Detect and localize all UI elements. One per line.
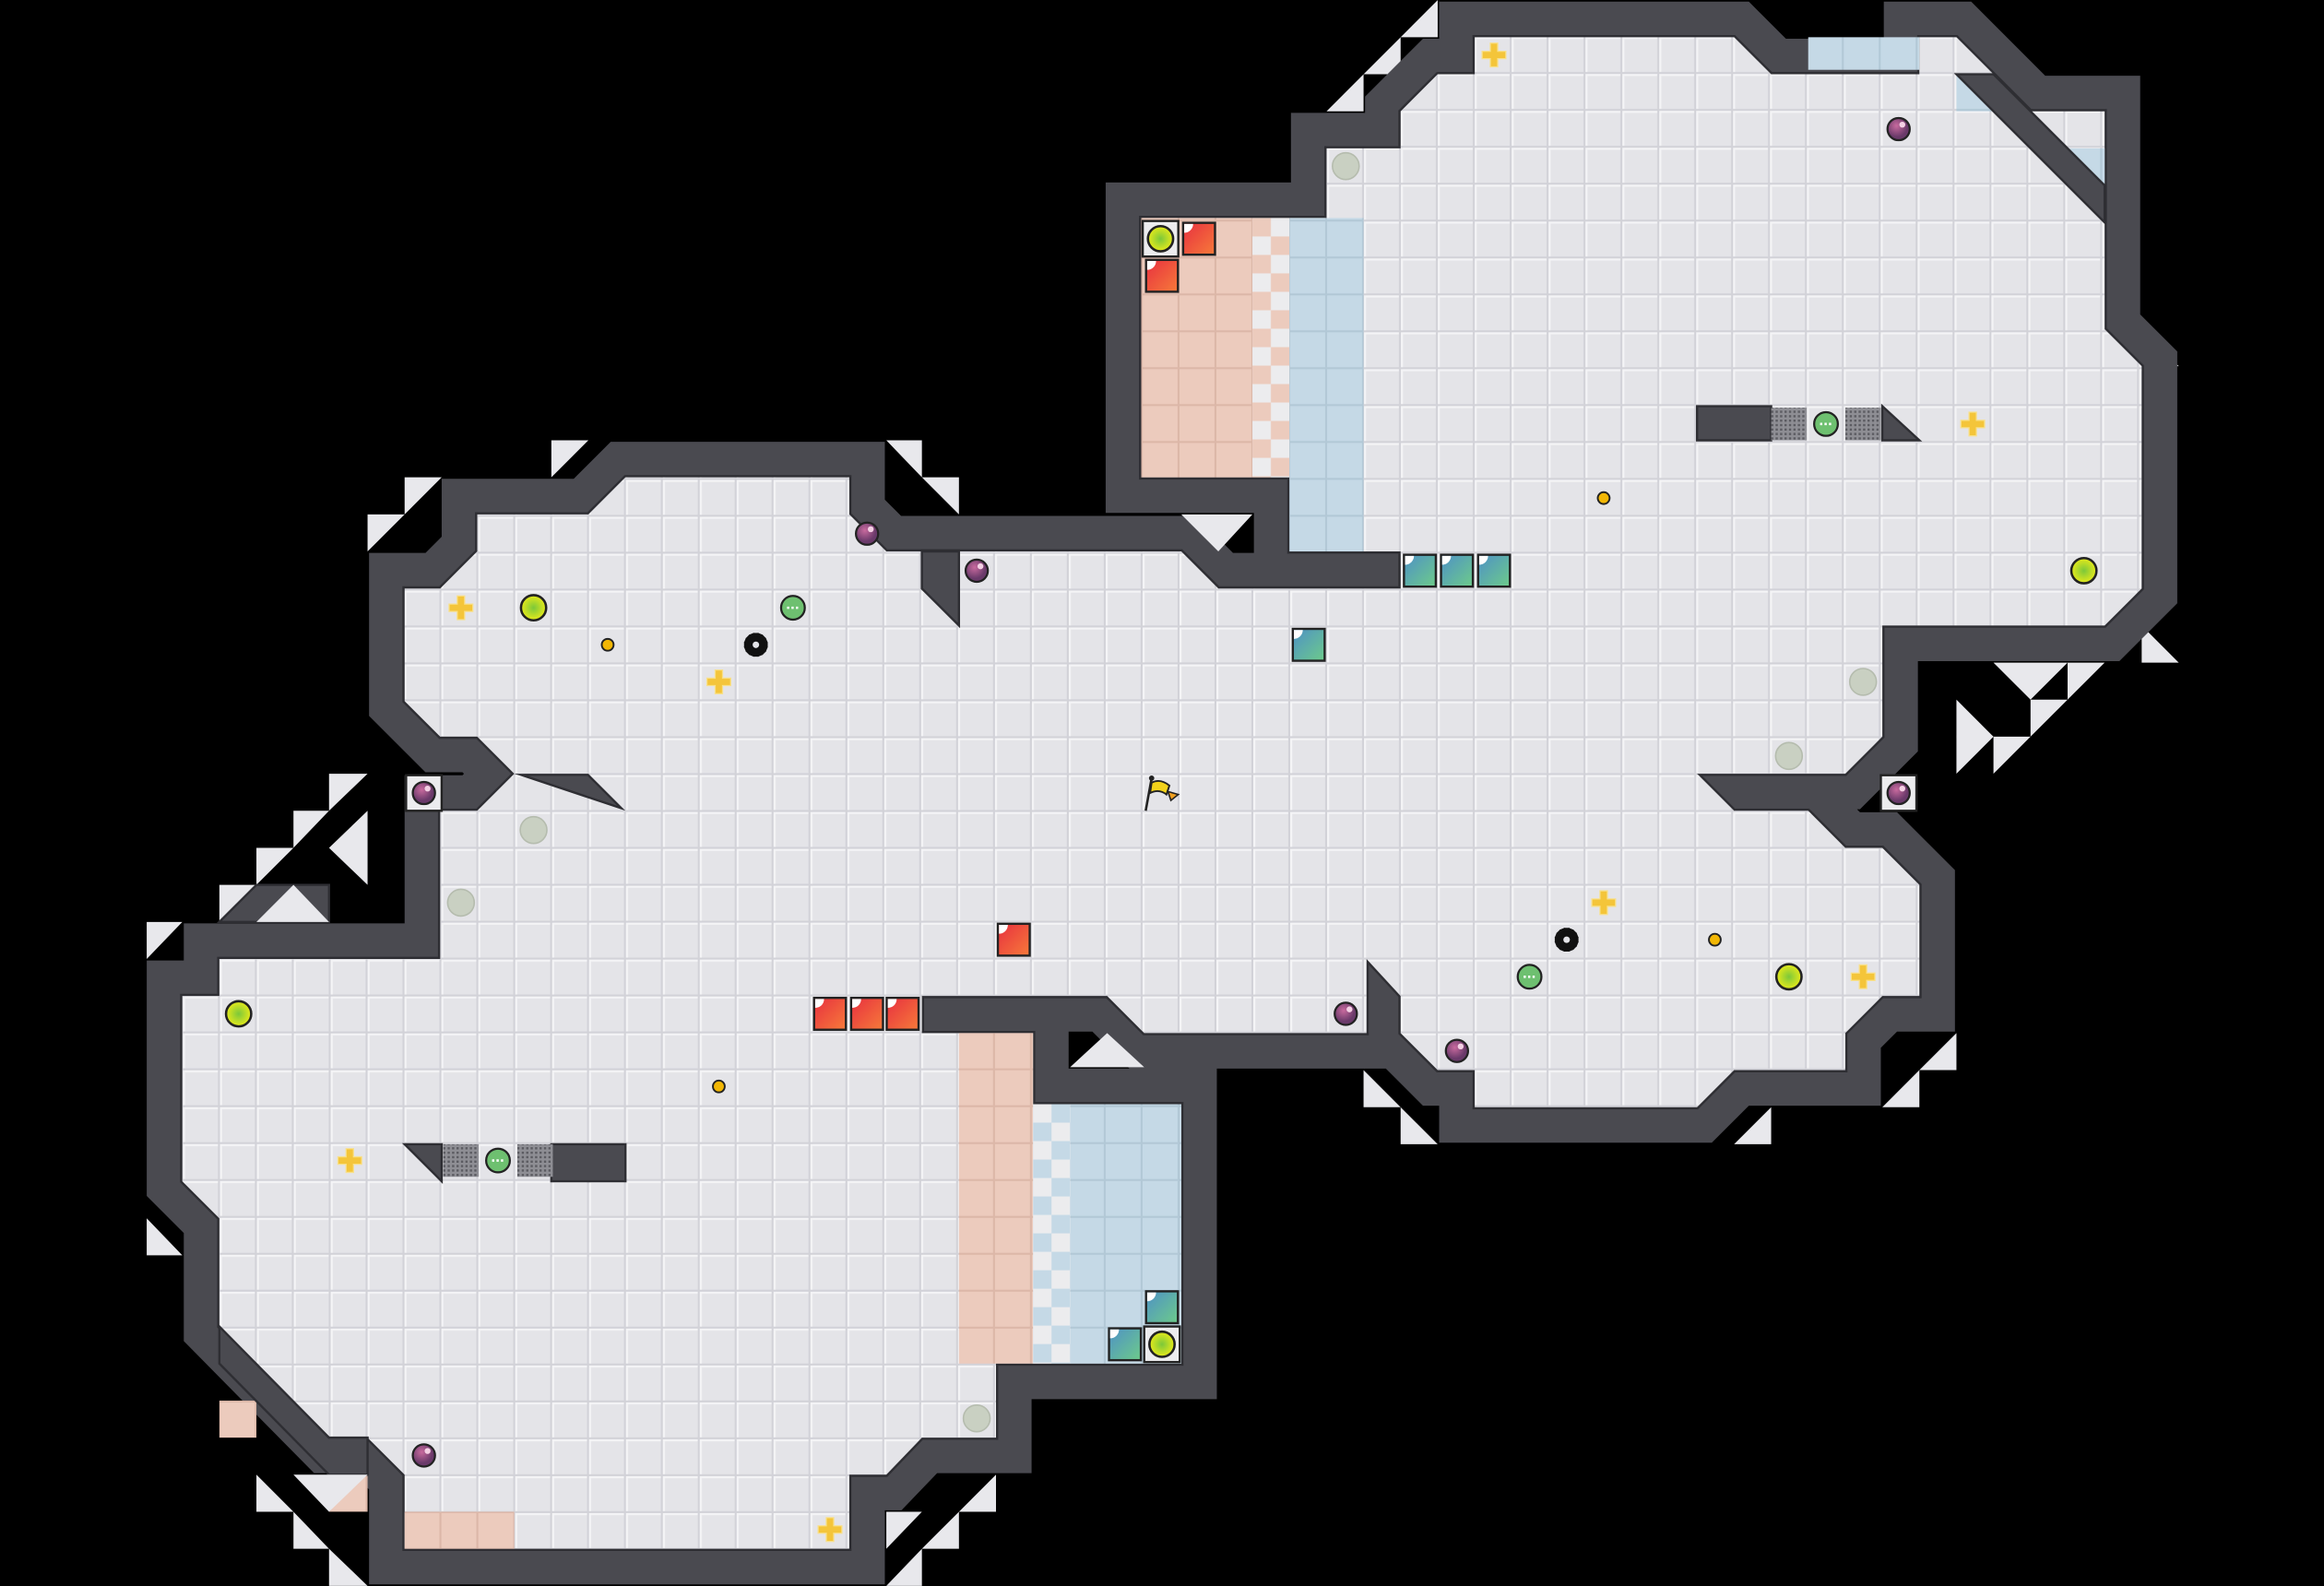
red-crate-icon[interactable] xyxy=(1181,221,1216,256)
teal-crate-icon[interactable] xyxy=(1291,627,1326,662)
purple-orb-icon[interactable] xyxy=(855,521,880,546)
blue-zones xyxy=(1033,37,2105,1364)
purple-orb-icon[interactable] xyxy=(1886,116,1911,142)
grate-icon xyxy=(443,1143,480,1178)
purple-orb-icon[interactable] xyxy=(964,558,990,584)
health-plus-icon[interactable] xyxy=(448,595,474,621)
gear-icon[interactable] xyxy=(1554,928,1579,953)
purple-orb-icon[interactable] xyxy=(405,774,444,812)
spawn-marker-icon xyxy=(446,888,476,917)
health-plus-icon[interactable] xyxy=(1481,42,1507,68)
health-plus-icon[interactable] xyxy=(1591,890,1617,916)
yellow-orb-icon[interactable] xyxy=(2069,556,2098,585)
purple-orb-icon[interactable] xyxy=(1879,774,1918,812)
flag-icon[interactable] xyxy=(1144,775,1180,811)
health-plus-icon[interactable] xyxy=(817,1517,843,1543)
spawn-marker-icon xyxy=(1848,668,1878,696)
spawn-marker-icon xyxy=(519,815,548,845)
coin-icon[interactable] xyxy=(1708,932,1722,947)
health-plus-icon[interactable] xyxy=(337,1148,362,1174)
yellow-orb-icon[interactable] xyxy=(1143,1325,1181,1364)
green-orb-icon[interactable] xyxy=(779,595,806,621)
spawn-marker-icon xyxy=(1774,741,1804,771)
health-plus-icon[interactable] xyxy=(1850,964,1876,989)
yellow-orb-icon[interactable] xyxy=(1774,963,1803,991)
red-crate-icon[interactable] xyxy=(849,996,884,1031)
yellow-orb-icon[interactable] xyxy=(1141,219,1180,258)
coin-icon[interactable] xyxy=(1596,491,1611,505)
interior-walls xyxy=(216,73,2106,1476)
spawn-marker-icon xyxy=(962,1403,991,1433)
spawn-marker-icon xyxy=(1332,151,1360,181)
yellow-orb-icon[interactable] xyxy=(519,594,548,622)
red-crate-icon[interactable] xyxy=(1144,258,1180,293)
red-crate-icon[interactable] xyxy=(996,922,1031,957)
gear-icon[interactable] xyxy=(743,633,768,657)
teal-crate-icon[interactable] xyxy=(1403,553,1438,588)
teal-crate-icon[interactable] xyxy=(1476,553,1512,588)
health-plus-icon[interactable] xyxy=(706,669,731,694)
health-plus-icon[interactable] xyxy=(1960,411,1986,437)
purple-orb-icon[interactable] xyxy=(1444,1038,1469,1063)
floor xyxy=(182,37,2142,1549)
entities-layer xyxy=(224,42,2098,1543)
green-orb-icon[interactable] xyxy=(1516,964,1543,990)
green-orb-icon[interactable] xyxy=(485,1147,511,1174)
teal-crate-icon[interactable] xyxy=(1440,553,1475,588)
grate-icon xyxy=(1844,408,1881,441)
coin-icon[interactable] xyxy=(600,637,615,652)
coin-icon[interactable] xyxy=(712,1079,726,1094)
teal-crate-icon[interactable] xyxy=(1108,1327,1143,1362)
yellow-orb-icon[interactable] xyxy=(224,1000,253,1028)
wall-triangle-holes xyxy=(256,514,2068,1549)
teal-crate-icon[interactable] xyxy=(1144,1290,1180,1325)
purple-orb-icon[interactable] xyxy=(411,1443,436,1468)
purple-orb-icon[interactable] xyxy=(1334,1001,1358,1026)
red-crate-icon[interactable] xyxy=(812,996,848,1031)
grate-icon xyxy=(1771,408,1808,441)
green-orb-icon[interactable] xyxy=(1813,410,1839,437)
grate-icon xyxy=(516,1143,553,1178)
red-crate-icon[interactable] xyxy=(885,996,920,1031)
